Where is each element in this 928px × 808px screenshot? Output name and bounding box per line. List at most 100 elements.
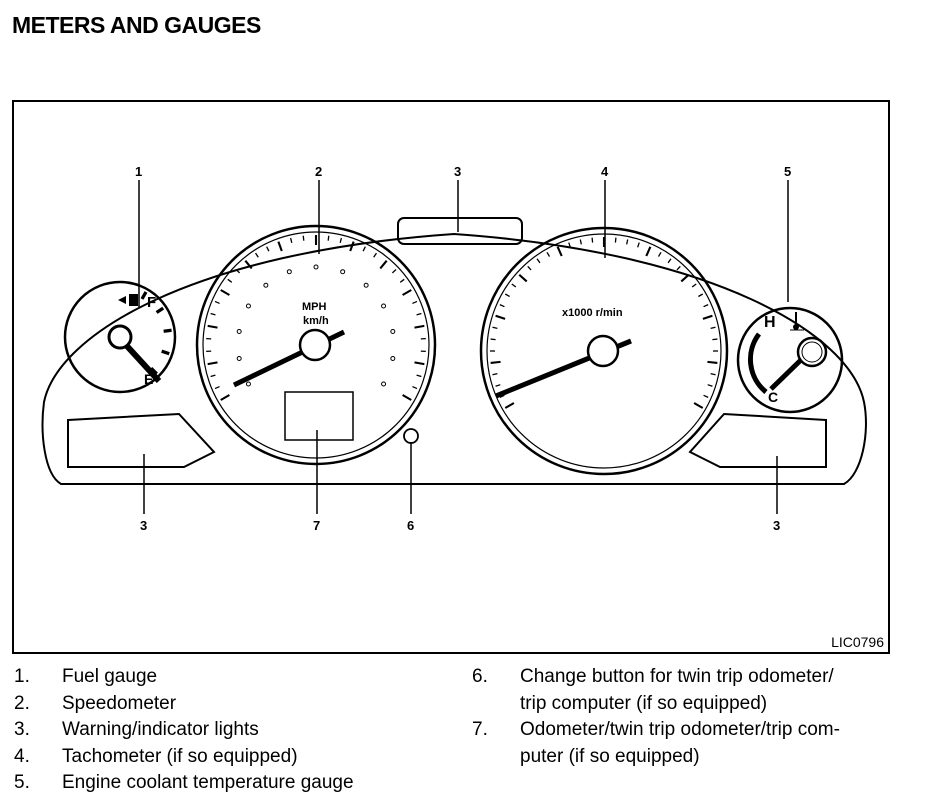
gauge-tick bbox=[626, 239, 629, 245]
fuel-empty-label: E bbox=[144, 371, 153, 387]
callout-3-left: 3 bbox=[140, 518, 147, 533]
warning-lights-window-left bbox=[67, 412, 216, 468]
legend-number: 4. bbox=[14, 745, 30, 767]
callout-2: 2 bbox=[315, 164, 322, 179]
fuel-pump-icon bbox=[118, 294, 138, 306]
gauge-tick bbox=[220, 289, 230, 296]
legend-item-continued: trip computer (if so equipped) bbox=[472, 691, 912, 718]
gauge-tick bbox=[379, 260, 388, 270]
speed-marker bbox=[340, 269, 346, 275]
gauge-tick bbox=[499, 394, 505, 398]
gauge-tick bbox=[645, 246, 652, 257]
legend-item: 2. Speedometer bbox=[14, 691, 454, 718]
legend-text: Engine coolant temperature gauge bbox=[62, 772, 354, 793]
gauge-tick bbox=[536, 258, 541, 264]
gauge-tick bbox=[492, 326, 498, 329]
callout-3-right: 3 bbox=[773, 518, 780, 533]
legend-number: 6. bbox=[472, 666, 488, 687]
gauge-tick bbox=[391, 269, 397, 274]
gauge-tick bbox=[495, 314, 506, 320]
speed-marker bbox=[245, 381, 251, 387]
gauge-tick bbox=[710, 373, 716, 376]
legend-item: 7. Odometer/twin trip odometer/trip com- bbox=[472, 717, 912, 744]
callout-3-top: 3 bbox=[454, 164, 461, 179]
legend-text-continued: trip computer (if so equipped) bbox=[520, 692, 768, 714]
gauge-tick bbox=[255, 252, 259, 258]
gauge-tick bbox=[214, 385, 220, 390]
gauge-tick bbox=[676, 265, 681, 271]
gauge-tick bbox=[349, 241, 355, 252]
gauge-tick bbox=[414, 324, 425, 329]
gauge-tick bbox=[591, 237, 594, 243]
gauge-tick bbox=[667, 258, 672, 264]
gauge-tick bbox=[504, 293, 510, 298]
gauge-tick bbox=[277, 241, 283, 252]
legend-number: 3. bbox=[14, 719, 30, 740]
instrument-cluster-figure: F E MPH km/h x1000 r/min bbox=[12, 100, 890, 654]
legend-text: Change button for twin trip odometer/ bbox=[520, 666, 834, 687]
gauge-tick bbox=[702, 314, 713, 320]
gauge-tick bbox=[579, 239, 582, 245]
legend-item: 3. Warning/indicator lights bbox=[14, 717, 454, 744]
legend-left: 1. Fuel gauge 2. Speedometer 3. Warning/… bbox=[14, 664, 454, 797]
speed-marker bbox=[381, 381, 387, 387]
gauge-tick bbox=[244, 260, 253, 270]
odometer-display bbox=[284, 391, 354, 441]
gauge-tick bbox=[207, 324, 218, 329]
gauge-tick bbox=[416, 374, 422, 378]
gauge-tick bbox=[327, 235, 330, 241]
legend-text: Tachometer (if so equipped) bbox=[62, 745, 298, 767]
page-title: METERS AND GAUGES bbox=[12, 12, 261, 38]
gauge-tick bbox=[546, 251, 551, 257]
gauge-tick bbox=[339, 237, 343, 243]
gauge-tick bbox=[416, 312, 422, 316]
legend-text-continued: puter (if so equipped) bbox=[520, 745, 700, 767]
legend-item: 1. Fuel gauge bbox=[14, 664, 454, 691]
callout-7: 7 bbox=[313, 518, 320, 533]
speedometer: MPH km/h bbox=[195, 224, 437, 466]
gauge-tick bbox=[362, 246, 366, 252]
gauge-tick bbox=[402, 394, 412, 401]
legend-number: 1. bbox=[14, 666, 30, 687]
gauge-tick bbox=[693, 402, 704, 409]
gauge-tick bbox=[556, 246, 563, 257]
gauge-tick bbox=[712, 338, 718, 341]
tacho-unit: x1000 r/min bbox=[562, 307, 623, 319]
gauge-tick bbox=[140, 291, 148, 300]
coolant-temperature-gauge: H C bbox=[736, 306, 844, 414]
gauge-tick bbox=[680, 273, 690, 283]
gauge-tick bbox=[518, 273, 528, 283]
gauge-tick bbox=[220, 394, 230, 401]
gauge-tick bbox=[703, 304, 709, 308]
legend-number: 5. bbox=[14, 772, 30, 793]
speed-marker bbox=[390, 328, 396, 334]
speedo-unit-kmh: km/h bbox=[303, 315, 329, 327]
gauge-tick bbox=[289, 237, 293, 243]
gauge-tick bbox=[495, 384, 501, 387]
legend-item: 6. Change button for twin trip odometer/ bbox=[472, 664, 912, 691]
temp-cold-label: C bbox=[768, 389, 778, 405]
speed-marker bbox=[390, 356, 396, 362]
speed-marker bbox=[236, 356, 242, 362]
warning-lights-window-top bbox=[397, 217, 523, 245]
gauge-tick bbox=[373, 252, 377, 258]
legend-text: Speedometer bbox=[62, 692, 177, 714]
gauge-tick bbox=[302, 235, 305, 241]
legend-text: Fuel gauge bbox=[62, 666, 158, 687]
gauge-tick bbox=[703, 394, 709, 398]
warning-lights-window-right bbox=[688, 412, 827, 468]
callout-leaders bbox=[138, 180, 789, 514]
gauge-tick bbox=[235, 269, 241, 274]
gauge-tick bbox=[511, 283, 517, 288]
gauge-tick bbox=[710, 326, 716, 329]
legend-right: 6. Change button for twin trip odometer/… bbox=[472, 664, 912, 770]
gauge-tick bbox=[657, 251, 662, 257]
speed-marker bbox=[245, 303, 251, 309]
speedo-unit-mph: MPH bbox=[302, 301, 327, 313]
figure-id: LIC0796 bbox=[831, 634, 884, 650]
gauge-tick bbox=[707, 384, 713, 387]
gauge-tick bbox=[527, 265, 532, 271]
gauge-tick bbox=[492, 373, 498, 376]
gauge-tick bbox=[163, 328, 172, 333]
gauge-tick bbox=[399, 278, 405, 283]
